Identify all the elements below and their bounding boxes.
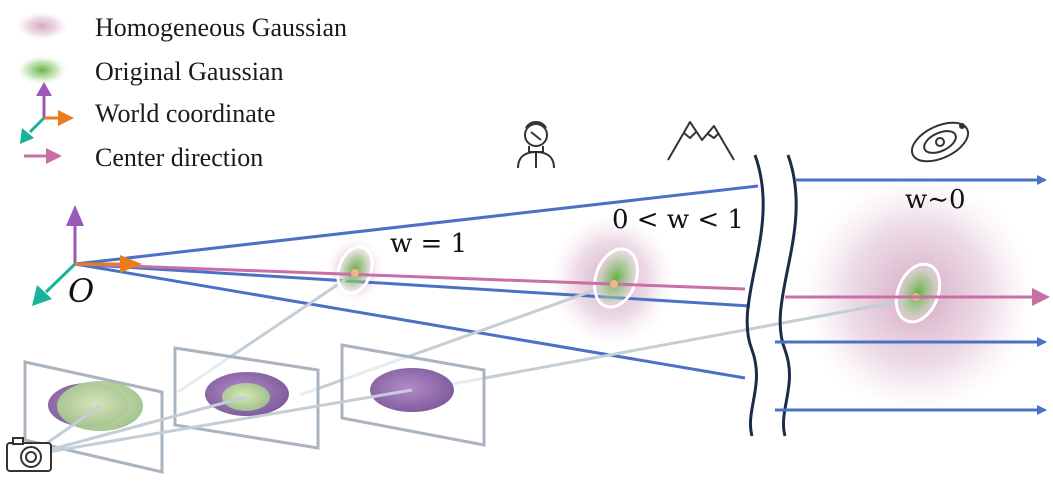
ray-bottom — [74, 262, 746, 380]
image-plane-1 — [23, 360, 164, 474]
center-ray-arrowhead — [1032, 288, 1050, 306]
legend-homogeneous-swatch — [16, 12, 68, 40]
original-gaussian-far — [894, 262, 942, 324]
legend-world-axis-icon — [20, 82, 74, 144]
camera-line-2 — [29, 395, 247, 457]
origin-label: O — [68, 272, 94, 310]
center-dot-mid — [610, 280, 618, 288]
mountain-icon — [667, 121, 735, 161]
legend-homogeneous-label: Homogeneous Gaussian — [95, 13, 347, 42]
ray-top — [74, 184, 759, 266]
legend-original-label: Original Gaussian — [95, 57, 283, 86]
center-dot-near — [351, 269, 359, 277]
world-axes-icon — [32, 205, 142, 306]
legend-center-label: Center direction — [95, 143, 263, 172]
w-far-label: w∼0 — [905, 185, 966, 215]
legend-world-label: World coordinate — [95, 99, 276, 128]
w-near-label: w = 1 — [390, 229, 467, 259]
legend-center-arrow-icon — [24, 148, 62, 164]
image-plane-3 — [340, 343, 486, 447]
camera-icon — [6, 437, 52, 472]
boundary-curve-left — [745, 154, 765, 437]
proj-line-3 — [419, 296, 919, 392]
camera-line-3 — [29, 388, 413, 457]
w-mid-label: 0 < w < 1 — [612, 205, 744, 235]
boundary-curve-right — [778, 154, 798, 437]
person-icon — [517, 121, 555, 169]
image-plane-2 — [173, 346, 320, 450]
galaxy-icon — [910, 121, 970, 163]
ray-mid — [74, 262, 751, 308]
legend-original-swatch — [18, 56, 66, 84]
center-direction-ray — [74, 262, 746, 291]
